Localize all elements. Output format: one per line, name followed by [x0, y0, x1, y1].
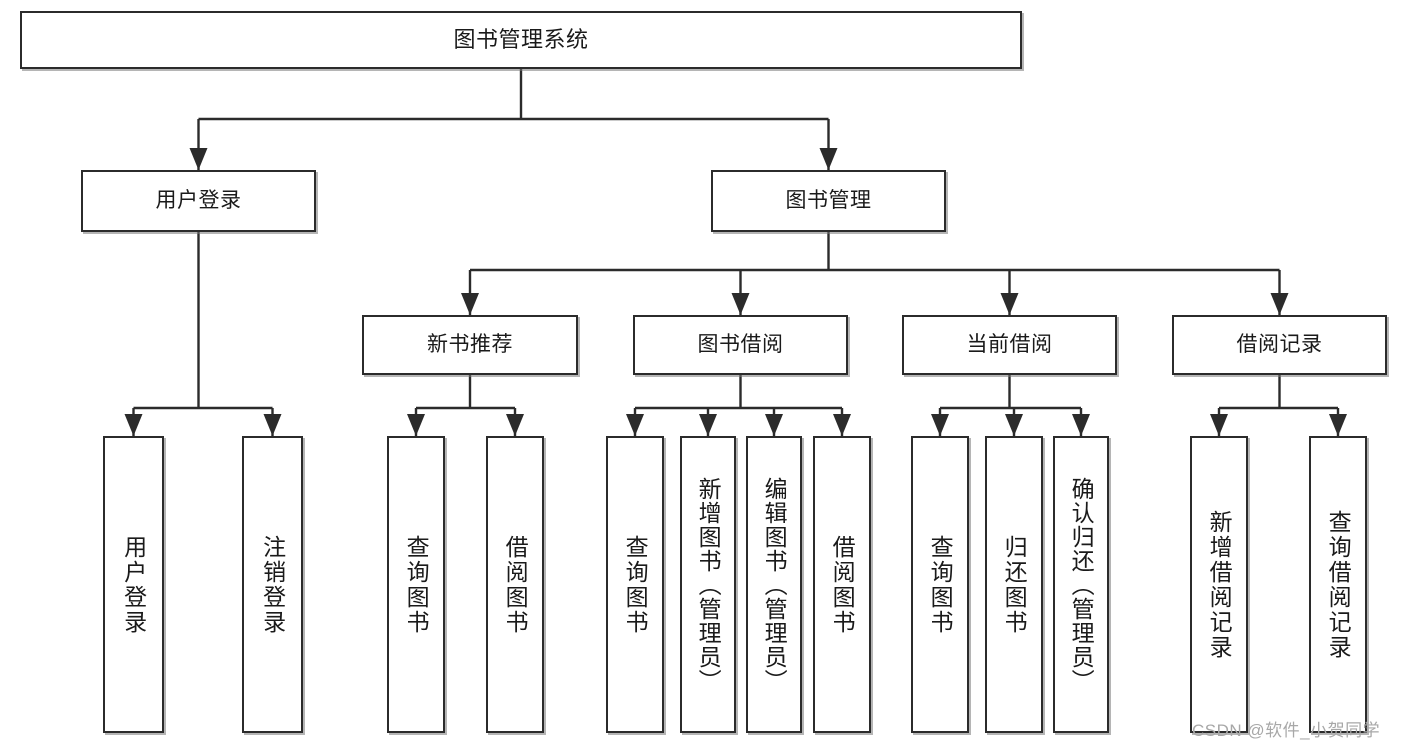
arrow-head-5-0 — [931, 414, 949, 436]
node-user-login[interactable]: 用户登录 — [81, 170, 316, 232]
arrow-head-2-1 — [263, 414, 282, 436]
arrow-head-4-1 — [699, 414, 717, 436]
node-book-borrow[interactable]: 图书借阅 — [633, 315, 848, 375]
node-label-new-book-recommend: 新书推荐 — [427, 332, 513, 356]
arrow-head-0-1 — [819, 148, 838, 170]
arrow-head-0-0 — [189, 148, 208, 170]
arrow-head-1-2 — [1000, 293, 1019, 315]
node-borrow-records[interactable]: 借阅记录 — [1172, 315, 1387, 375]
node-leaf-query-borrow-record[interactable]: 查询借阅记录 — [1309, 436, 1367, 733]
node-label-borrow-records: 借阅记录 — [1236, 332, 1323, 356]
arrow-head-2-0 — [124, 414, 143, 436]
arrow-head-1-3 — [1270, 293, 1289, 315]
arrow-head-4-2 — [765, 414, 783, 436]
node-label-leaf-borrow-book: 借阅图书 — [829, 534, 856, 635]
node-leaf-borrow-book[interactable]: 借阅图书 — [813, 436, 871, 733]
node-root[interactable]: 图书管理系统 — [20, 11, 1022, 69]
node-new-book-recommend[interactable]: 新书推荐 — [362, 315, 578, 375]
node-label-leaf-logout: 注销登录 — [259, 534, 286, 635]
node-leaf-return-book[interactable]: 归还图书 — [985, 436, 1043, 733]
node-label-root: 图书管理系统 — [453, 27, 589, 53]
arrow-head-6-1 — [1329, 414, 1347, 436]
node-label-book-management: 图书管理 — [785, 188, 872, 212]
arrow-head-1-0 — [461, 293, 479, 315]
node-label-leaf-query-book-borrow: 查询图书 — [622, 534, 649, 635]
arrow-head-4-3 — [833, 414, 851, 436]
node-label-current-borrow: 当前借阅 — [966, 332, 1053, 356]
node-label-leaf-add-book-admin: 新增图书（管理员） — [695, 476, 722, 693]
node-leaf-edit-book-admin[interactable]: 编辑图书（管理员） — [746, 436, 802, 733]
node-label-book-borrow: 图书借阅 — [697, 332, 784, 356]
node-label-user-login: 用户登录 — [155, 188, 242, 212]
node-label-leaf-query-borrow-record: 查询借阅记录 — [1325, 509, 1352, 660]
node-label-leaf-user-login: 用户登录 — [120, 534, 147, 635]
node-leaf-query-book-current[interactable]: 查询图书 — [911, 436, 969, 733]
node-book-management[interactable]: 图书管理 — [711, 170, 946, 232]
node-leaf-query-book-borrow[interactable]: 查询图书 — [606, 436, 664, 733]
node-leaf-confirm-return-admin[interactable]: 确认归还（管理员） — [1053, 436, 1109, 733]
arrow-head-5-2 — [1072, 414, 1090, 436]
node-leaf-add-book-admin[interactable]: 新增图书（管理员） — [680, 436, 736, 733]
node-label-leaf-borrow-book-rec: 借阅图书 — [502, 534, 529, 635]
node-label-leaf-query-book-rec: 查询图书 — [403, 534, 430, 635]
arrow-head-4-0 — [626, 414, 644, 436]
node-label-leaf-add-borrow-record: 新增借阅记录 — [1206, 509, 1233, 660]
node-leaf-borrow-book-rec[interactable]: 借阅图书 — [486, 436, 544, 733]
node-label-leaf-query-book-current: 查询图书 — [927, 534, 954, 635]
node-leaf-user-login[interactable]: 用户登录 — [103, 436, 164, 733]
node-leaf-add-borrow-record[interactable]: 新增借阅记录 — [1190, 436, 1248, 733]
node-leaf-query-book-rec[interactable]: 查询图书 — [387, 436, 445, 733]
arrow-head-3-1 — [506, 414, 524, 436]
node-label-leaf-edit-book-admin: 编辑图书（管理员） — [761, 476, 788, 693]
node-label-leaf-confirm-return-admin: 确认归还（管理员） — [1068, 476, 1095, 693]
arrow-head-6-0 — [1210, 414, 1228, 436]
watermark: CSDN @软件_小贺同学 — [1192, 721, 1381, 740]
node-leaf-logout[interactable]: 注销登录 — [242, 436, 303, 733]
arrow-head-5-1 — [1005, 414, 1023, 436]
arrow-head-1-1 — [731, 293, 750, 315]
arrow-head-3-0 — [407, 414, 425, 436]
node-current-borrow[interactable]: 当前借阅 — [902, 315, 1117, 375]
node-label-leaf-return-book: 归还图书 — [1001, 534, 1028, 635]
